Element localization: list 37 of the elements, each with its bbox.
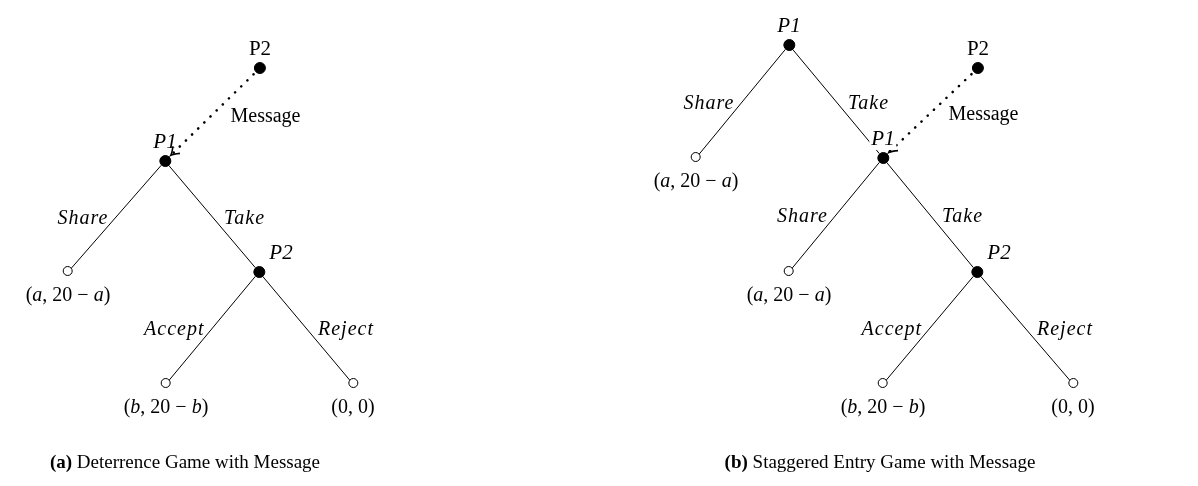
player-label: P1: [776, 13, 802, 37]
edge-label: Share: [57, 204, 109, 229]
edge-label: Share: [683, 89, 735, 114]
player-label: P2: [986, 240, 1012, 264]
player-label: P2: [965, 36, 991, 60]
payoff-label: (b, 20 − b): [840, 394, 926, 418]
branch-line: [791, 162, 880, 269]
player-label: P2: [247, 36, 273, 60]
edge-label: Take: [848, 89, 890, 114]
player-label: P2: [268, 240, 294, 264]
branch-line: [70, 165, 162, 269]
player-label: P1: [152, 129, 178, 153]
branch-line: [168, 276, 256, 381]
edge-label: Share: [777, 203, 828, 227]
payoff-label: (a, 20 − a): [746, 282, 832, 306]
edge-label: Take: [224, 204, 266, 229]
payoff-label: (a, 20 − a): [25, 282, 111, 306]
payoff-label: (a, 20 − a): [653, 168, 739, 192]
branch-line: [792, 49, 880, 154]
figure-caption: (a) Deterrence Game with Message: [49, 450, 321, 474]
edge-label: Take: [942, 203, 984, 227]
edge-label: Reject: [318, 316, 374, 340]
branch-line: [885, 276, 974, 381]
edge-label: Message: [230, 102, 301, 127]
branch-line: [168, 165, 256, 268]
edge-label: Accept: [861, 316, 922, 340]
payoff-label: (0, 0): [1051, 394, 1095, 418]
branch-line: [262, 276, 351, 381]
payoff-label: (0, 0): [331, 394, 375, 418]
edge-label: Accept: [144, 316, 205, 340]
branch-line: [698, 49, 786, 155]
branch-line: [980, 276, 1071, 381]
branch-line: [886, 162, 974, 268]
figure-caption: (b) Staggered Entry Game with Message: [724, 450, 1036, 474]
edge-label: Reject: [1037, 316, 1093, 340]
edge-label: Message: [948, 101, 1019, 125]
payoff-label: (b, 20 − b): [123, 394, 209, 418]
